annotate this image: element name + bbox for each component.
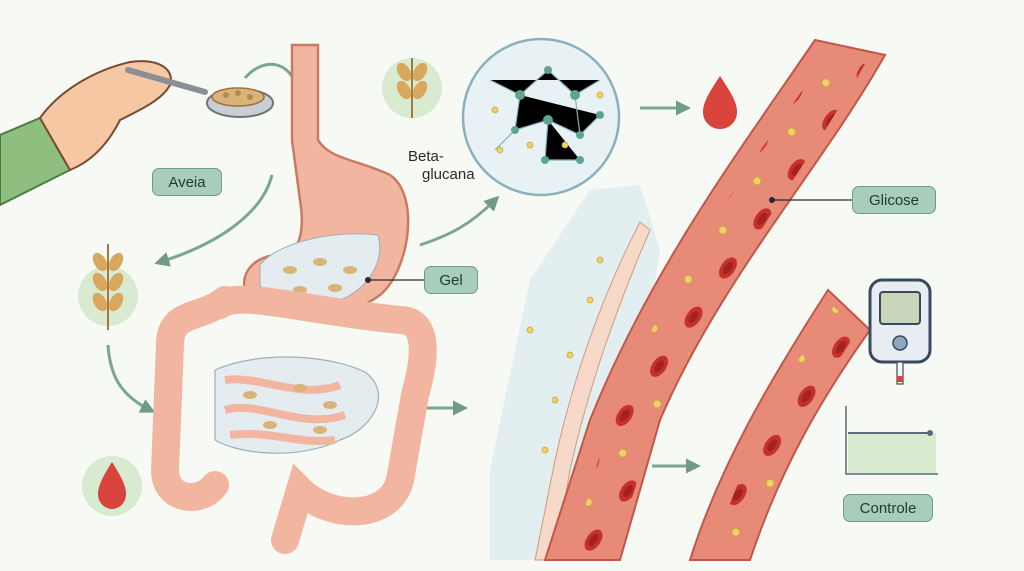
label-control: Controle [843,494,933,522]
glucometer-icon [868,278,932,385]
blood-vessel [543,38,887,561]
oat-stalk-icon [382,58,442,118]
magnified-molecule-icon [461,37,621,197]
label-beta-line1: Beta- [408,148,444,165]
label-glucose: Glicose [852,186,936,214]
oat-stalk-icon [78,244,138,330]
blood-drop-icon [82,456,142,516]
intestines [150,285,437,554]
label-beta-glucan: Beta- glucana [408,148,475,184]
label-gel: Gel [424,266,478,294]
blood-drop-icon [703,76,737,129]
control-chart [845,406,938,475]
blood-vessel-small [688,288,872,561]
label-oats: Aveia [152,168,222,196]
label-beta-line2: glucana [422,166,475,183]
hand-with-spoon-icon [0,60,274,207]
